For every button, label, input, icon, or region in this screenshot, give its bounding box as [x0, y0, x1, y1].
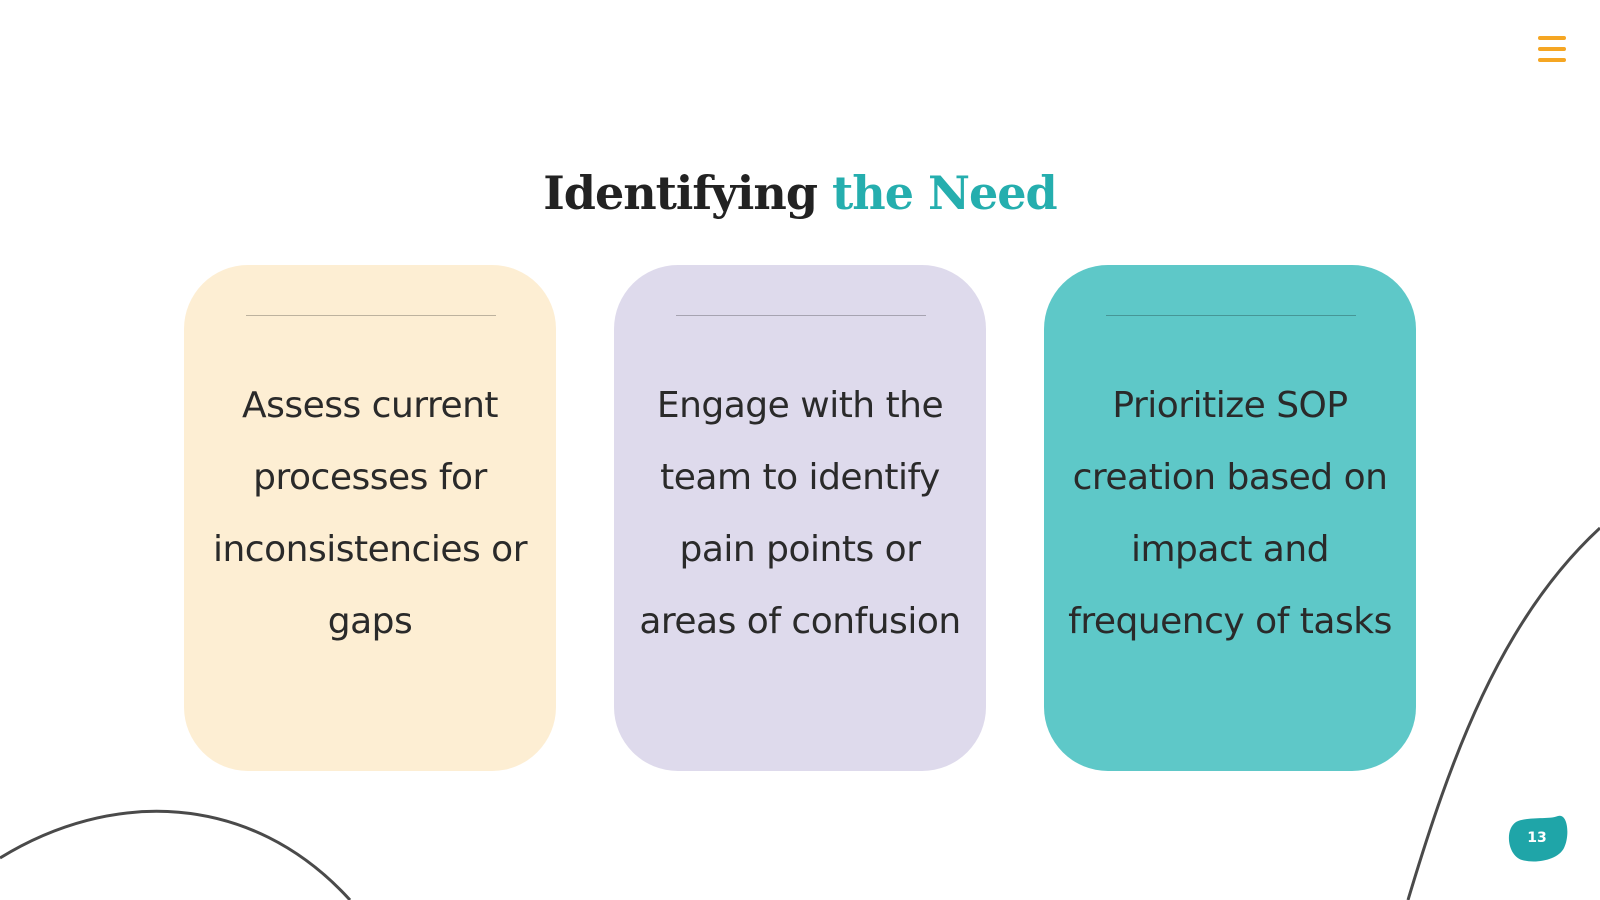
- card-divider: [676, 315, 926, 316]
- bottom-left-arc: [0, 809, 352, 900]
- card-text: Assess current processes for inconsisten…: [212, 385, 528, 642]
- card-divider: [1106, 315, 1356, 316]
- right-sweep-curve: [1406, 526, 1600, 900]
- card-text: Engage with the team to identify pain po…: [639, 385, 961, 642]
- card-prioritize: Prioritize SOP creation based on impact …: [1044, 265, 1416, 771]
- menu-button[interactable]: [1530, 30, 1570, 70]
- card-divider: [246, 315, 496, 316]
- card-text: Prioritize SOP creation based on impact …: [1068, 385, 1392, 642]
- title-part-2: the Need: [832, 166, 1058, 220]
- hamburger-menu-icon: [1538, 36, 1566, 62]
- slide-title: Identifying the Need: [0, 166, 1600, 221]
- card-assess: Assess current processes for inconsisten…: [184, 265, 556, 771]
- title-part-1: Identifying: [543, 166, 818, 220]
- page-number: 13: [1527, 830, 1547, 846]
- page-number-badge: 13: [1506, 814, 1568, 862]
- card-engage: Engage with the team to identify pain po…: [614, 265, 986, 771]
- blob-badge-icon: [1508, 815, 1568, 862]
